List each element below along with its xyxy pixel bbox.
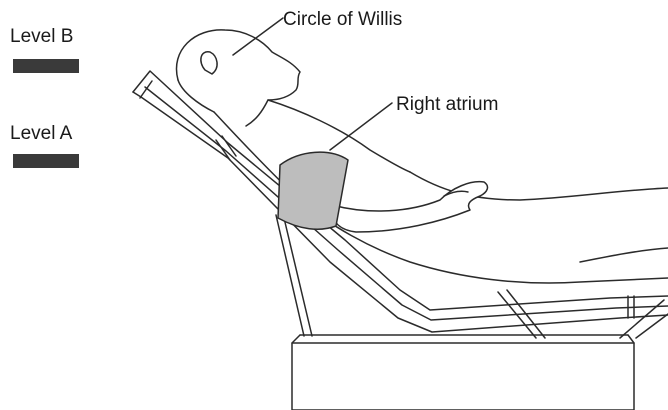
chair-base (292, 335, 634, 410)
level-b-label: Level B (10, 27, 73, 46)
level-a-swatch (13, 154, 79, 168)
patient-body (176, 30, 668, 283)
right-atrium-label: Right atrium (396, 95, 498, 114)
bp-cuff (278, 152, 348, 229)
circle-of-willis-label: Circle of Willis (283, 10, 402, 29)
level-b-swatch (13, 59, 79, 73)
level-a-label: Level A (10, 124, 72, 143)
